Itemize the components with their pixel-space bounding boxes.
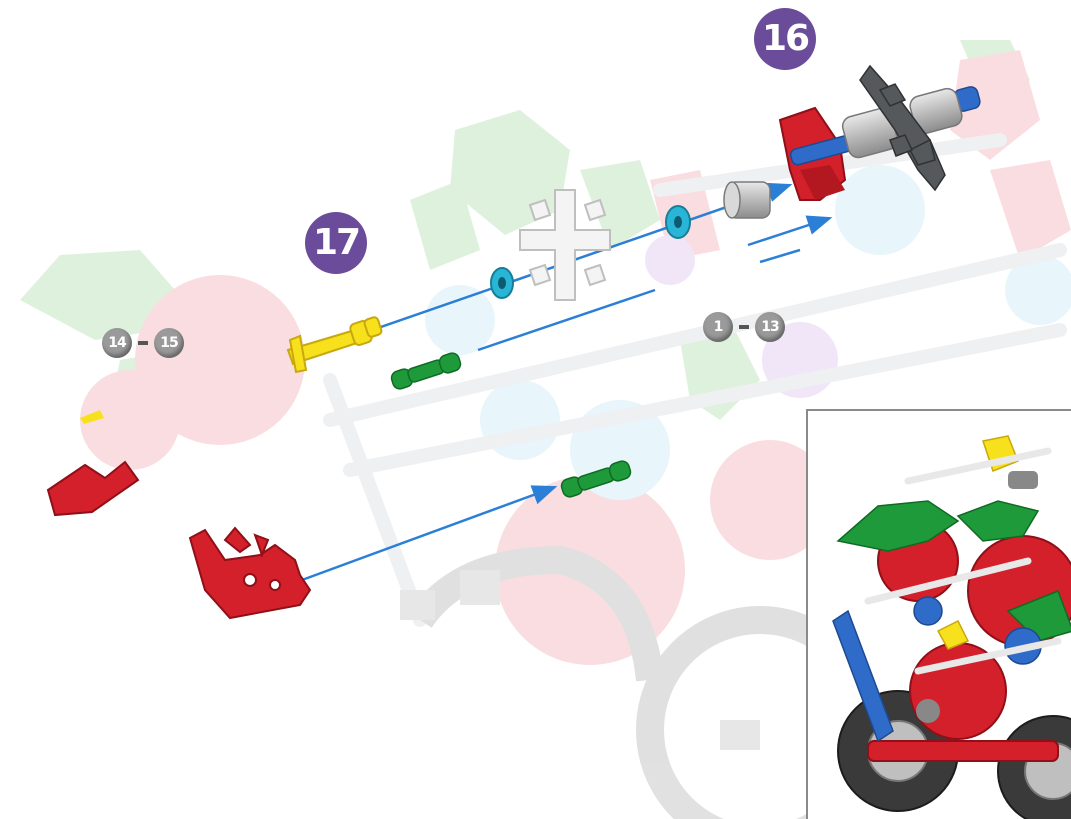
step-16-badge: 16 <box>754 8 816 70</box>
range-dash <box>739 325 749 329</box>
reference-range-1-13: 1 13 <box>703 312 785 342</box>
yellow-rod-icon <box>288 316 382 372</box>
reference-range-14-15: 14 15 <box>102 328 184 358</box>
arrow-assembly-16-short <box>760 250 800 262</box>
teal-spacer-icon-1 <box>491 268 513 298</box>
completed-model-image <box>808 411 1071 819</box>
white-connector-icon <box>520 190 610 300</box>
red-small-connector-icon <box>48 462 138 515</box>
arrow-assembly-16 <box>748 218 830 245</box>
reference-badge-13: 13 <box>755 312 785 342</box>
grey-spacer-icon <box>724 182 770 218</box>
reference-badge-1: 1 <box>703 312 733 342</box>
range-dash <box>138 341 148 345</box>
step-17-badge: 17 <box>305 212 367 274</box>
completed-model-inset <box>806 409 1071 819</box>
red-l-connector-icon <box>190 528 310 618</box>
teal-spacer-icon-2 <box>666 206 690 238</box>
reference-badge-15: 15 <box>154 328 184 358</box>
reference-badge-14: 14 <box>102 328 132 358</box>
